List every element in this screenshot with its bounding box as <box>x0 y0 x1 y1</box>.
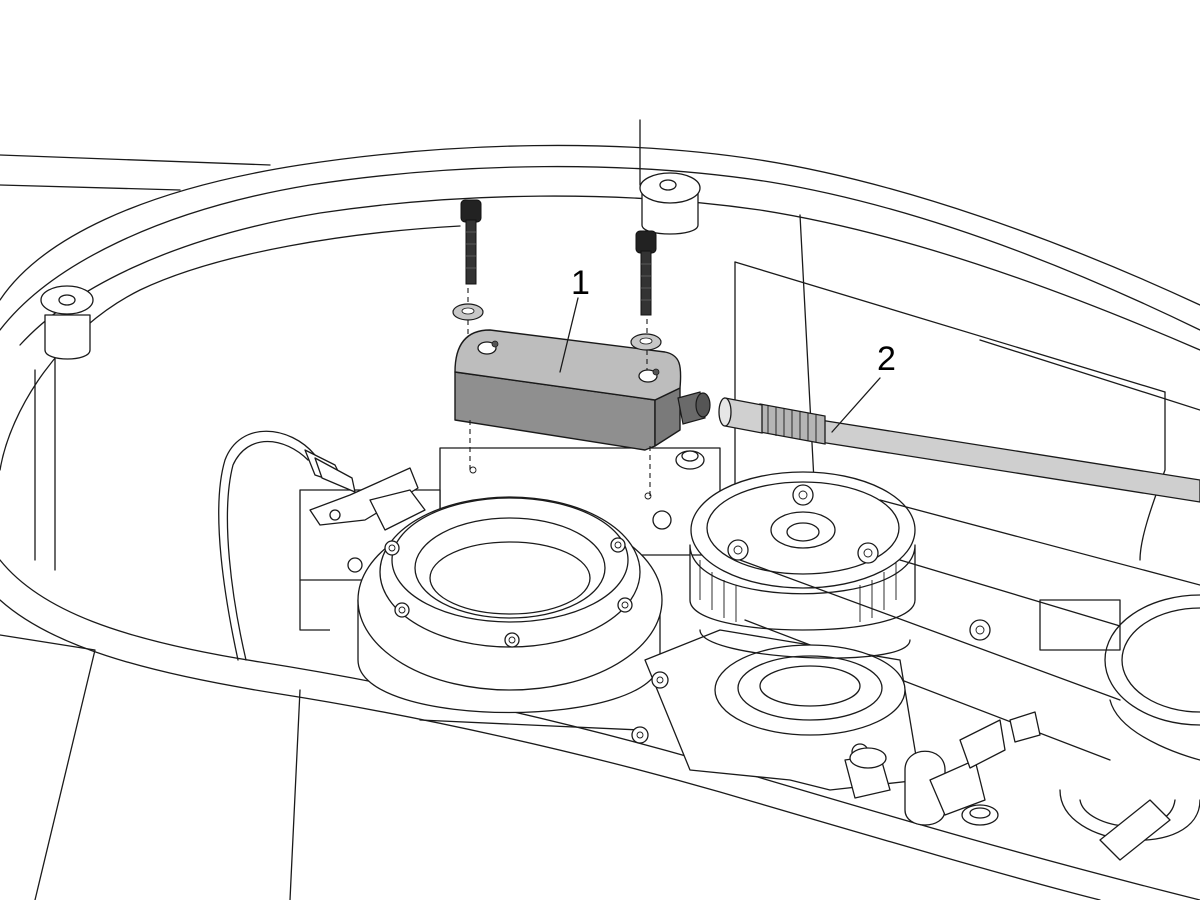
washer-right <box>630 333 662 351</box>
motor-bolt <box>651 671 669 689</box>
motor-bolt <box>969 619 991 641</box>
left-cable <box>218 430 426 661</box>
callout-1-label: 1 <box>571 264 590 302</box>
sensor-box <box>454 329 711 451</box>
bearing-bolt <box>504 632 520 648</box>
motor-assembly <box>631 619 991 791</box>
gear-bolt <box>727 539 749 561</box>
gear-pulley <box>689 471 916 631</box>
bearing-bolt <box>384 540 400 556</box>
bearing-bolt <box>610 537 626 553</box>
right-wall <box>734 214 1200 561</box>
mounting-boss-top <box>639 172 701 235</box>
callout-1-leader <box>559 297 579 373</box>
callout-1: 1 <box>559 264 590 373</box>
washer-left <box>452 303 484 321</box>
mounting-boss-left <box>40 285 94 360</box>
bearing-bolt <box>394 602 410 618</box>
right-pulley <box>1104 594 1200 761</box>
screw-left <box>460 199 482 285</box>
housing-shell <box>0 119 1200 900</box>
sensor-box-top <box>454 329 682 401</box>
lower-right-components <box>844 599 1200 861</box>
motor-bolt <box>631 726 649 744</box>
connector-cable <box>718 397 1200 503</box>
callout-2-label: 2 <box>877 340 896 378</box>
callout-2-leader <box>831 377 881 433</box>
plate-screw <box>675 450 705 470</box>
callout-2: 2 <box>831 340 896 433</box>
gear-bolt <box>792 484 814 506</box>
gear-bolt <box>857 542 879 564</box>
bearing-bolt <box>617 597 633 613</box>
sensor-connector <box>677 391 711 425</box>
bearing-assembly <box>357 496 663 731</box>
screw-right <box>635 230 657 316</box>
